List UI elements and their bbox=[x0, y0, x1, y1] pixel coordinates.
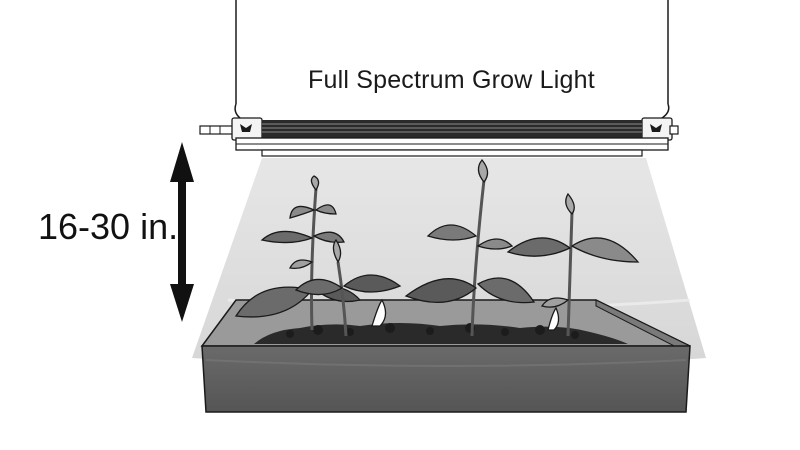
hanging-cable bbox=[234, 0, 670, 119]
height-label: 16-30 in. bbox=[38, 206, 179, 247]
double-arrow-icon bbox=[170, 142, 194, 322]
plant-seedling bbox=[234, 158, 640, 337]
grow-light-fixture bbox=[199, 117, 679, 157]
soil bbox=[254, 323, 628, 344]
planter-front bbox=[201, 345, 691, 413]
light-label: Full Spectrum Grow Light bbox=[308, 66, 595, 94]
